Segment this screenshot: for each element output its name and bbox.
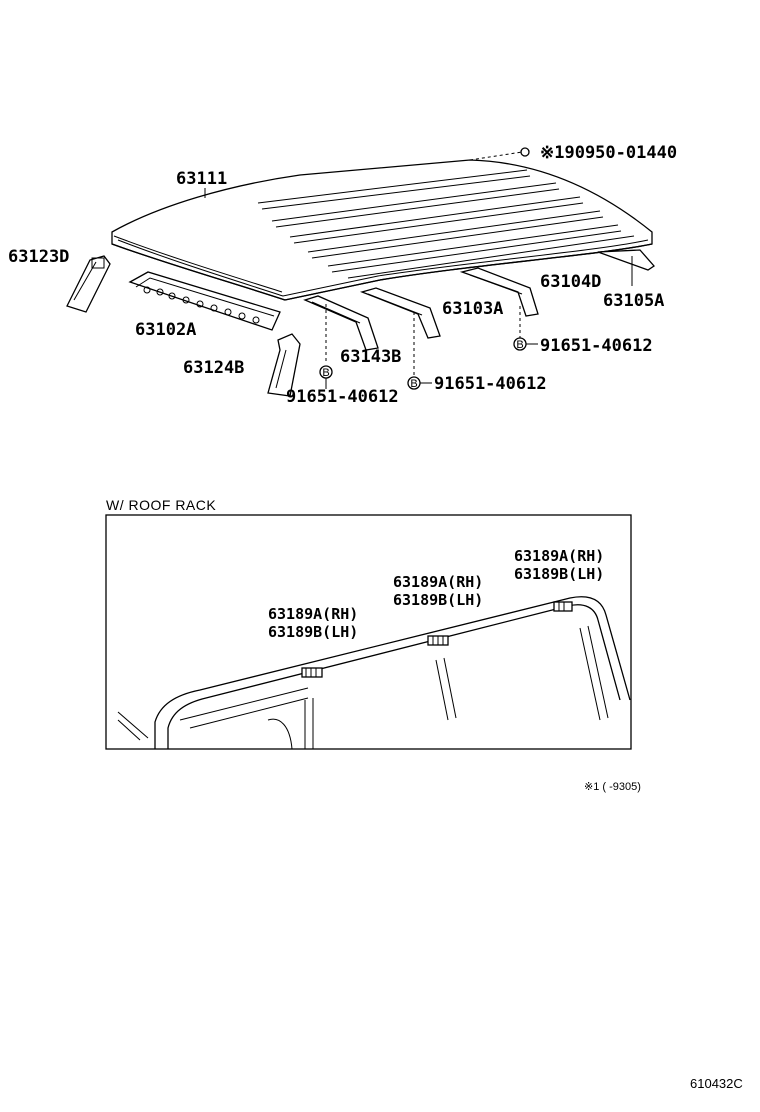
bolt-markers: B B B — [319, 337, 538, 390]
roof-bows-drawing — [303, 249, 655, 376]
inset-frame — [105, 514, 632, 750]
inset-callout-1-line2: 63189B(LH) — [268, 623, 358, 641]
inset-callout-2-line1: 63189A(RH) — [393, 573, 483, 591]
label-bolt-2: 91651-40612 — [434, 374, 547, 394]
roof-rack-inset: W/ ROOF RACK 63189A(RH) 63189B(LH) 6318 — [105, 497, 632, 750]
label-63103a: 63103A — [442, 299, 503, 319]
label-bolt-1: 91651-40612 — [286, 387, 399, 407]
rack-mount-1 — [301, 667, 323, 678]
inset-callout-2-line2: 63189B(LH) — [393, 591, 483, 609]
plug-icon — [520, 147, 530, 157]
label-bolt-3: 91651-40612 — [540, 336, 653, 356]
label-63123d: 63123D — [8, 247, 69, 267]
label-63102a: 63102A — [135, 320, 196, 340]
rail-63102a-drawing — [128, 271, 281, 331]
inset-caption: W/ ROOF RACK — [106, 497, 216, 513]
label-63124b: 63124B — [183, 358, 244, 378]
inset-callout-3-line1: 63189A(RH) — [514, 547, 604, 565]
label-63104d: 63104D — [540, 272, 601, 292]
rail-63123d-drawing — [66, 255, 111, 313]
inset-callout-1-line1: 63189A(RH) — [268, 605, 358, 623]
rail-63124b-drawing — [267, 333, 301, 397]
label-63143b: 63143B — [340, 347, 401, 367]
label-63105a: 63105A — [603, 291, 664, 311]
inset-callout-3-line2: 63189B(LH) — [514, 565, 604, 583]
roof-panel-drawing — [111, 147, 653, 301]
footnote: ※1 ( -9305) — [584, 781, 641, 793]
bolt-marker-2: B — [410, 378, 417, 390]
rack-mount-3 — [553, 601, 573, 612]
bolt-marker-3: B — [516, 339, 523, 351]
diagram-code: 610432C — [690, 1076, 743, 1091]
label-190950-01440: ※190950-01440 — [540, 143, 677, 163]
label-63111: 63111 — [176, 169, 227, 189]
bolt-marker-1: B — [322, 367, 329, 379]
